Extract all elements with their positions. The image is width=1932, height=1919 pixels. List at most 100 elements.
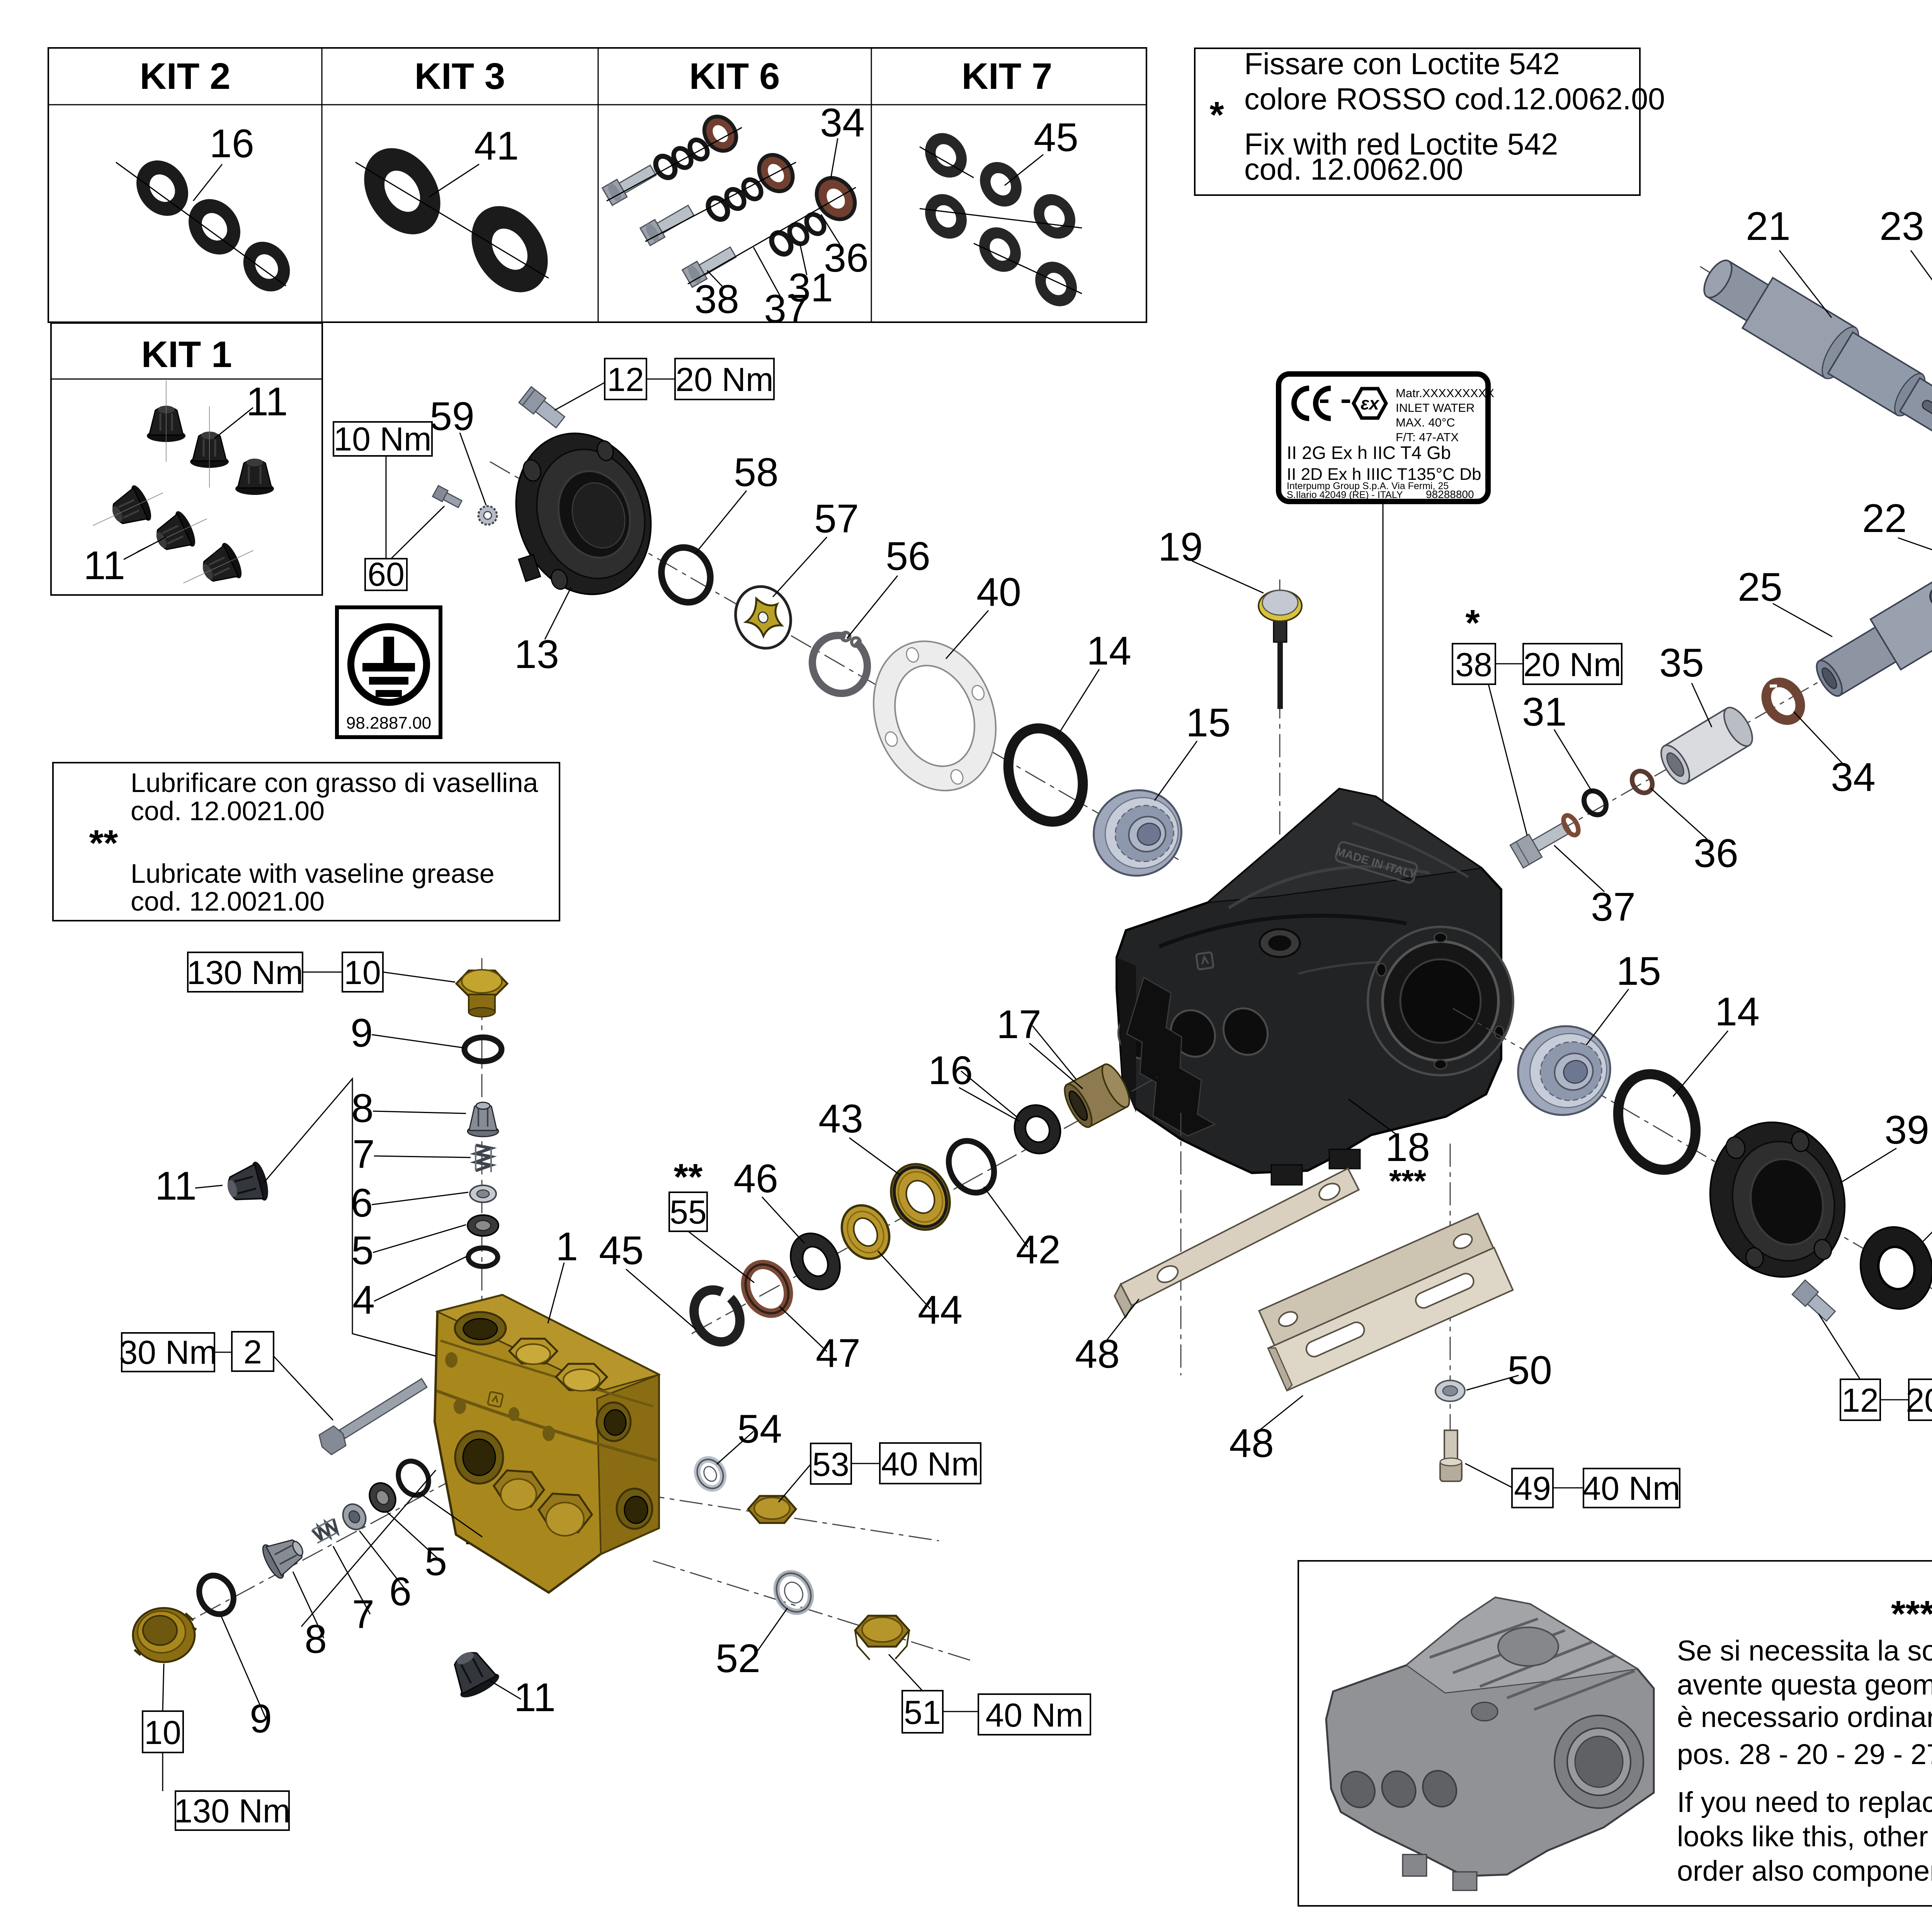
- svg-text:44: 44: [918, 1288, 963, 1333]
- svg-text:12: 12: [607, 361, 644, 398]
- svg-text:Interpump Group S.p.A. Via Fer: Interpump Group S.p.A. Via Fermi, 25: [1287, 481, 1449, 491]
- svg-text:13: 13: [514, 632, 559, 677]
- svg-text:8: 8: [351, 1086, 374, 1131]
- svg-text:F/T: 47-ATX: F/T: 47-ATX: [1396, 430, 1459, 444]
- svg-text:49: 49: [1514, 1470, 1551, 1507]
- svg-text:9: 9: [250, 1696, 272, 1741]
- svg-text:17: 17: [997, 1002, 1041, 1047]
- svg-text:48: 48: [1229, 1421, 1274, 1466]
- svg-text:15: 15: [1186, 700, 1231, 745]
- svg-text:60: 60: [367, 556, 405, 593]
- svg-text:43: 43: [818, 1096, 863, 1141]
- svg-text:54: 54: [737, 1407, 782, 1452]
- svg-text:22: 22: [1862, 496, 1907, 541]
- svg-text:cod. 12.0062.00: cod. 12.0062.00: [1244, 152, 1463, 186]
- svg-text:48: 48: [1075, 1332, 1120, 1377]
- svg-text:10 Nm: 10 Nm: [333, 421, 431, 458]
- svg-text:avente questa geometria, oltre: avente questa geometria, oltre alla pos.…: [1677, 1669, 1932, 1701]
- svg-text:10: 10: [344, 954, 381, 991]
- svg-text:5: 5: [425, 1539, 447, 1584]
- svg-text:KIT 3: KIT 3: [415, 56, 505, 97]
- svg-text:***: ***: [1389, 1164, 1426, 1199]
- svg-text:14: 14: [1715, 989, 1760, 1034]
- svg-text:11: 11: [83, 543, 125, 588]
- svg-text:12: 12: [1842, 1382, 1879, 1419]
- svg-text:130 Nm: 130 Nm: [174, 1793, 290, 1830]
- svg-text:55: 55: [670, 1194, 707, 1231]
- svg-text:56: 56: [886, 534, 930, 579]
- svg-text:25: 25: [1738, 565, 1782, 610]
- svg-text:7: 7: [352, 1132, 375, 1177]
- svg-text:45: 45: [1034, 115, 1078, 160]
- svg-text:10: 10: [144, 1714, 181, 1751]
- svg-text:52: 52: [716, 1636, 760, 1681]
- svg-text:53: 53: [812, 1446, 849, 1483]
- svg-text:51: 51: [904, 1694, 941, 1731]
- svg-text:7: 7: [352, 1592, 374, 1637]
- svg-text:cod. 12.0021.00: cod. 12.0021.00: [131, 886, 325, 916]
- svg-text:**: **: [674, 1156, 703, 1198]
- svg-text:42: 42: [1016, 1227, 1061, 1272]
- svg-text:KIT 7: KIT 7: [962, 56, 1053, 97]
- svg-text:40 Nm: 40 Nm: [985, 1697, 1083, 1734]
- svg-text:6: 6: [389, 1569, 412, 1614]
- svg-text:40 Nm: 40 Nm: [1582, 1470, 1680, 1507]
- svg-text:If you need to replace the cra: If you need to replace the crankcase tha…: [1677, 1786, 1932, 1818]
- svg-text:46: 46: [733, 1156, 778, 1201]
- svg-text:Fissare con Loctite 542: Fissare con Loctite 542: [1244, 46, 1560, 81]
- svg-text:23: 23: [1879, 204, 1924, 249]
- svg-text:50: 50: [1507, 1348, 1552, 1393]
- svg-text:16: 16: [928, 1048, 973, 1093]
- svg-text:98288800: 98288800: [1426, 488, 1474, 500]
- svg-text:9: 9: [350, 1011, 373, 1056]
- svg-text:36: 36: [824, 236, 869, 280]
- svg-text:31: 31: [788, 265, 833, 310]
- svg-text:cod. 12.0021.00: cod. 12.0021.00: [131, 796, 325, 826]
- svg-text:*: *: [1209, 94, 1224, 136]
- svg-text:Fix with red Loctite 542: Fix with red Loctite 542: [1244, 127, 1558, 161]
- svg-text:Lubrificare con grasso di vase: Lubrificare con grasso di vasellina: [131, 768, 538, 798]
- svg-text:40: 40: [976, 570, 1021, 615]
- svg-text:1: 1: [556, 1224, 578, 1269]
- svg-text:59: 59: [430, 394, 474, 439]
- svg-text:41: 41: [474, 124, 519, 168]
- svg-text:5: 5: [351, 1228, 374, 1273]
- svg-text:37: 37: [1591, 885, 1636, 930]
- svg-text:KIT 6: KIT 6: [689, 56, 780, 97]
- svg-text:30 Nm: 30 Nm: [119, 1334, 217, 1371]
- svg-text:47: 47: [816, 1331, 861, 1376]
- svg-text:order also components pos. 28: order also components pos. 28 - 20 - 29 …: [1677, 1855, 1932, 1887]
- svg-text:21: 21: [1746, 204, 1791, 249]
- svg-text:16: 16: [209, 121, 254, 166]
- svg-text:II 2D Ex h IIIC T135°C Db: II 2D Ex h IIIC T135°C Db: [1287, 465, 1481, 484]
- svg-text:Lubricate with vaseline grease: Lubricate with vaseline grease: [131, 858, 495, 889]
- svg-text:Se si necessita la sostituzion: Se si necessita la sostituzione del cart…: [1677, 1635, 1932, 1667]
- svg-text:MAX. 40°C: MAX. 40°C: [1396, 416, 1455, 429]
- svg-text:20 Nm: 20 Nm: [1906, 1382, 1932, 1419]
- svg-text:6: 6: [350, 1181, 373, 1226]
- svg-text:11: 11: [246, 379, 288, 424]
- svg-text:14: 14: [1087, 629, 1131, 673]
- svg-text:4: 4: [352, 1278, 375, 1322]
- svg-text:35: 35: [1659, 641, 1704, 685]
- svg-text:39: 39: [1884, 1108, 1929, 1152]
- svg-text:8: 8: [304, 1617, 327, 1662]
- svg-text:34: 34: [1831, 755, 1876, 800]
- svg-text:looks like this, other than po: looks like this, other than pos. 18 , yo…: [1677, 1820, 1932, 1853]
- svg-text:37: 37: [764, 287, 809, 331]
- svg-text:S.Ilario 42049 (RE) - ITALY: S.Ilario 42049 (RE) - ITALY: [1287, 490, 1403, 500]
- svg-text:11: 11: [514, 1675, 556, 1720]
- svg-text:38: 38: [694, 277, 739, 322]
- svg-text:58: 58: [734, 450, 779, 495]
- svg-text:εx: εx: [1361, 393, 1380, 413]
- svg-text:colore ROSSO cod.12.0062.00: colore ROSSO cod.12.0062.00: [1244, 82, 1665, 116]
- svg-text:Matr.XXXXXXXXX: Matr.XXXXXXXXX: [1396, 386, 1494, 400]
- svg-text:31: 31: [1522, 690, 1567, 734]
- svg-text:KIT 2: KIT 2: [140, 56, 231, 97]
- svg-text:38: 38: [1455, 646, 1492, 683]
- svg-text:INLET WATER: INLET WATER: [1396, 401, 1475, 415]
- svg-text:è necessario ordinare anche i: è necessario ordinare anche i componenti: [1677, 1701, 1932, 1733]
- svg-text:130 Nm: 130 Nm: [187, 954, 303, 991]
- svg-text:II 2G Ex h IIC T4 Gb: II 2G Ex h IIC T4 Gb: [1287, 442, 1451, 463]
- svg-text:pos. 28 - 20 - 29 - 27 - 31: pos. 28 - 20 - 29 - 27 - 31: [1677, 1738, 1932, 1770]
